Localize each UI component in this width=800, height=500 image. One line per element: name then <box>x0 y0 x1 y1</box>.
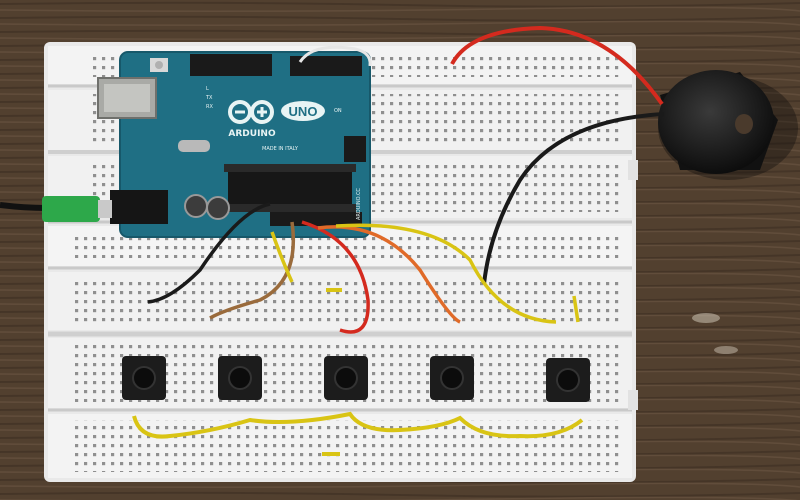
made-in-label: MADE IN ITALY <box>262 146 299 152</box>
board-url-label: ARDUINO.CC <box>356 188 362 220</box>
capacitor <box>184 194 208 218</box>
led-label-l: L <box>206 86 209 92</box>
orange-wire <box>317 225 461 324</box>
arduino-logo-icon <box>228 100 274 124</box>
yellow-wire <box>335 223 557 324</box>
board-model: UNO <box>289 104 318 119</box>
capacitor <box>206 196 230 220</box>
red-wire <box>450 25 664 106</box>
push-button-2 <box>218 356 262 400</box>
yellow-wire-jumper <box>572 295 580 323</box>
led-label-tx: TX <box>205 95 213 101</box>
black-wire-2 <box>147 202 271 304</box>
push-button-icon <box>334 366 358 390</box>
board-brand: ARDUINO <box>228 129 276 139</box>
green-power-plug <box>42 196 100 222</box>
push-button-icon <box>440 366 464 390</box>
black-wire <box>482 112 665 285</box>
push-button-3 <box>324 356 368 400</box>
white-wire <box>298 45 372 67</box>
led-label-rx: RX <box>206 104 213 110</box>
push-button-4 <box>430 356 474 400</box>
arduino-uno-board: UNO ARDUINO MADE IN ITALY ARDUINO.CC TX … <box>97 51 371 238</box>
digital-header-left <box>190 54 272 76</box>
push-button-icon <box>132 366 156 390</box>
push-button-icon <box>556 368 580 392</box>
push-button-5 <box>546 358 590 402</box>
atmega-chip <box>228 172 352 204</box>
power-jack <box>110 190 168 224</box>
buzzer-icon <box>658 70 798 180</box>
red-wire-2 <box>301 220 370 334</box>
power-cable <box>0 202 47 211</box>
push-button-icon <box>228 366 252 390</box>
digital-header-right <box>290 56 362 76</box>
yellow-chain-wire <box>132 411 584 439</box>
push-button-1 <box>122 356 166 400</box>
led-label-on: ON <box>334 108 342 114</box>
yellow-wire-short <box>270 231 294 283</box>
brown-wire <box>209 221 296 320</box>
